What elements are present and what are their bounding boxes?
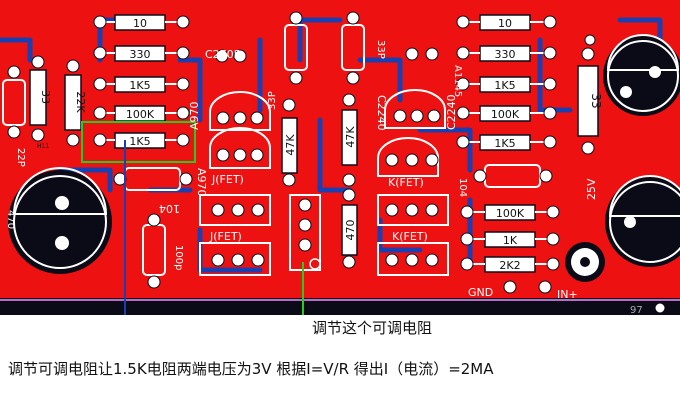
rotated-label: A970 <box>195 168 208 197</box>
rotated-label: C2705 <box>205 48 241 61</box>
resistor-label: 100K <box>496 207 525 220</box>
transistor-label: K(FET) <box>388 176 424 189</box>
rotated-label: 470 <box>5 210 16 229</box>
resistor-label: 1K <box>503 234 518 247</box>
resistor-label: 470 <box>344 220 357 241</box>
resistor-leads <box>105 21 548 265</box>
resistor-label: 47K <box>284 134 297 156</box>
corner-text: 97 <box>630 305 643 315</box>
resistor-label: 1K5 <box>494 137 515 150</box>
resistor-label: 22K <box>74 91 87 113</box>
resistor-bodies <box>29 14 599 273</box>
resistor-label: 47K <box>344 126 357 148</box>
electrolytic-capacitors <box>8 34 680 274</box>
resistor-label: 100K <box>126 108 155 121</box>
bottom-edge <box>0 298 680 315</box>
pad-text: H11 <box>37 143 49 150</box>
rotated-label: 33P <box>267 91 278 110</box>
trimmer-pot <box>289 194 321 271</box>
caption-adjust-trimmer: 调节这个可调电阻 <box>312 319 433 337</box>
transistor-label: J(FET) <box>209 230 242 243</box>
pads <box>7 11 666 314</box>
resistor-label: 10 <box>133 17 147 30</box>
green-highlight-box <box>81 121 196 163</box>
resistor-label: 330 <box>495 48 516 61</box>
resistor-label: 330 <box>130 48 151 61</box>
pcb-layout: 10 330 1K5 100K 1K5 10 330 1K5 100K 1K5 … <box>0 0 680 315</box>
input-jack-center <box>580 257 590 267</box>
caption-explanation: 调节可调电阻让1.5K电阻两端电压为3V 根据I=V/R 得出I（电流）=2MA <box>8 360 494 378</box>
rotated-label: 100p <box>173 245 184 270</box>
connector-label-in: IN+ <box>557 288 578 301</box>
transistor-outlines <box>199 89 449 276</box>
connector-label-gnd: GND <box>468 286 493 299</box>
rotated-label: 33P <box>375 40 386 59</box>
rotated-label: 25V <box>585 178 598 200</box>
resistor-label: 1K5 <box>129 135 150 148</box>
trimmer-adjust-mark <box>309 258 321 270</box>
silk-labels: 10 330 1K5 100K 1K5 10 330 1K5 100K 1K5 … <box>5 17 643 315</box>
copper-pour <box>0 0 680 298</box>
resistor-label: 1K5 <box>494 79 515 92</box>
resistor-label: 33 <box>39 90 52 104</box>
transistor-label: J(FET) <box>211 173 244 186</box>
resistor-label: 2K2 <box>499 259 520 272</box>
rotated-label: C2240 <box>375 95 388 131</box>
rotated-label: A1145 <box>452 65 463 97</box>
rotated-label: 22P <box>15 148 26 167</box>
rotated-label: C2240 <box>445 94 458 130</box>
resistor-label: 1K5 <box>129 79 150 92</box>
resistor-label: 10 <box>498 17 512 30</box>
rotated-label: 104 <box>457 178 468 197</box>
resistor-label: 100K <box>491 108 520 121</box>
rotated-label: A970 <box>188 101 201 130</box>
transistor-label: K(FET) <box>392 230 428 243</box>
resistor-label: 33 <box>589 93 603 108</box>
pcb-board: 10 330 1K5 100K 1K5 10 330 1K5 100K 1K5 … <box>0 0 680 315</box>
rotated-label: 104 <box>159 202 180 215</box>
